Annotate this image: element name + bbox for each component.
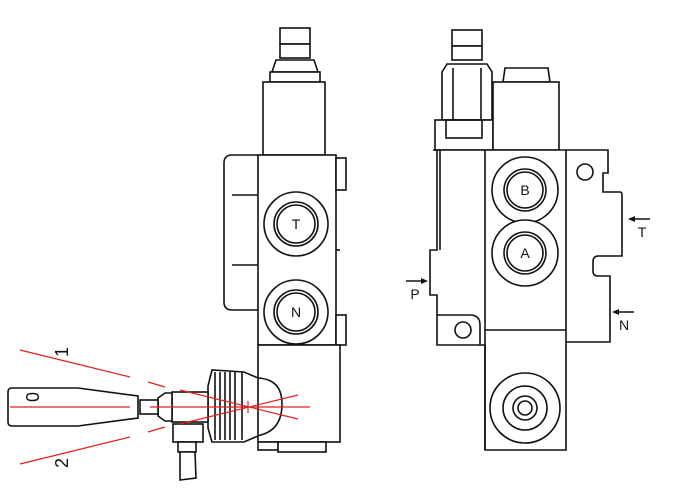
connection-p: P (406, 278, 428, 302)
connection-p-label: P (410, 286, 419, 302)
valve-body-front (429, 149, 623, 451)
port-t: T (263, 191, 329, 257)
position-2-label: 2 (52, 458, 72, 468)
port-n-label: N (291, 304, 301, 320)
port-b-label: B (520, 182, 529, 198)
connection-t: T (628, 216, 650, 240)
connection-n-label: N (619, 317, 629, 333)
port-t-label: T (292, 216, 301, 232)
front-view: B A P T N (406, 29, 650, 451)
connection-t-label: T (638, 224, 647, 240)
connection-n: N (612, 309, 634, 333)
port-b: B (491, 156, 559, 224)
position-1-label: 1 (52, 347, 72, 357)
spool-end-cap (489, 372, 561, 444)
relief-valve-fitting (434, 29, 494, 151)
port-n: N (263, 279, 329, 345)
lever-assembly[interactable] (7, 369, 283, 481)
port-a: A (491, 219, 559, 287)
side-view: T N (7, 27, 347, 481)
port-a-label: A (520, 245, 530, 261)
detent-cap (492, 67, 560, 151)
lever-axes (10, 349, 310, 465)
position-0-label: 0 (23, 392, 43, 402)
top-fitting (262, 27, 326, 156)
